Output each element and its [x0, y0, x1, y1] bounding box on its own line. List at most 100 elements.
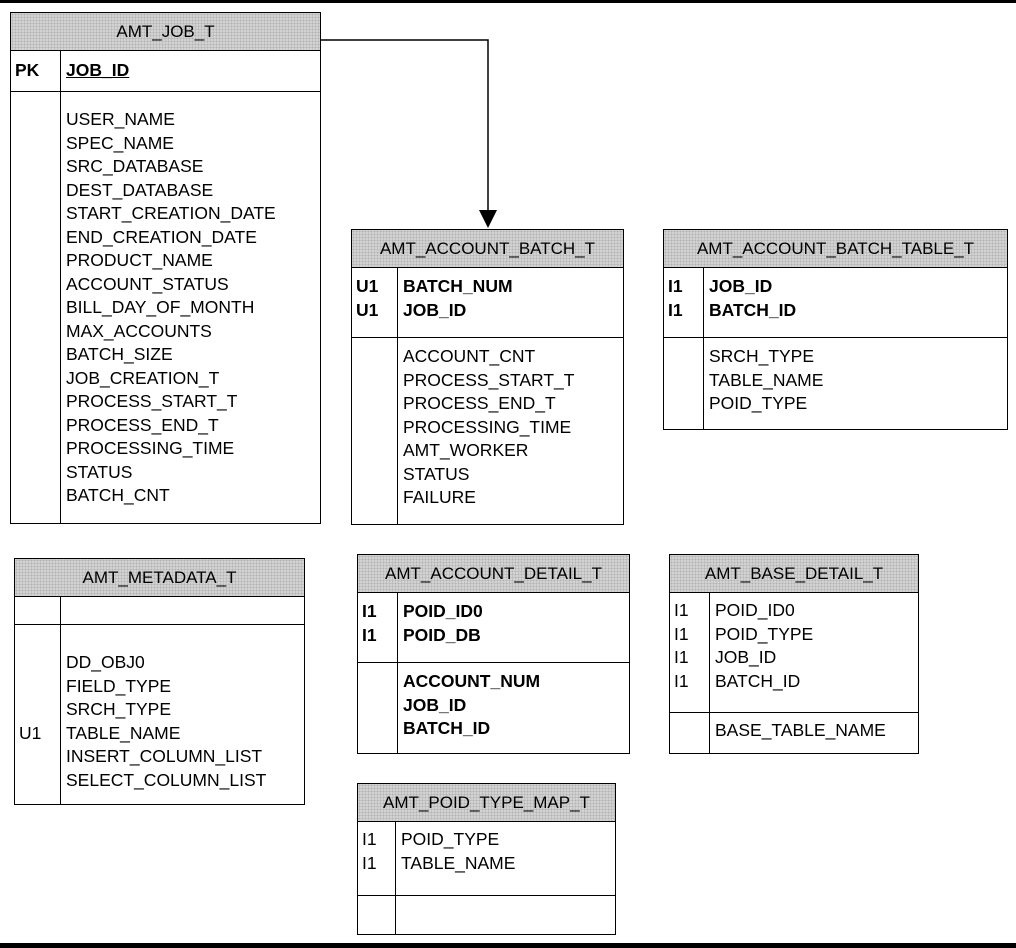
key-marker: U1 [356, 276, 379, 296]
field: USER_NAME [66, 109, 175, 129]
pk-section: U1 U1 BATCH_NUM JOB_ID [352, 268, 623, 337]
field: SPEC_NAME [66, 132, 174, 153]
key-marker: I1 [674, 670, 689, 691]
key-field: TABLE_NAME [401, 852, 516, 873]
relationship-line [321, 39, 489, 212]
field: PROCESS_END_T [403, 393, 556, 413]
field: DEST_DATABASE [66, 179, 214, 200]
field: INSERT_COLUMN_LIST [66, 746, 263, 766]
field: ACCOUNT_CNT [403, 346, 536, 366]
field: BATCH_SIZE [66, 344, 173, 364]
fields-section: SRCH_TYPE TABLE_NAME POID_TYPE [664, 337, 1007, 429]
field: STATUS [66, 461, 133, 482]
table-title: AMT_METADATA_T [15, 559, 304, 597]
table-title: AMT_BASE_DETAIL_T [670, 555, 918, 593]
field: JOB_CREATION_T [66, 367, 220, 388]
table-title: AMT_ACCOUNT_BATCH_TABLE_T [664, 230, 1007, 268]
key-marker: I1 [362, 601, 377, 621]
key-marker [19, 651, 60, 675]
field: END_CREATION_DATE [66, 226, 257, 247]
fields-section: ACCOUNT_NUM JOB_ID BATCH_ID [358, 662, 629, 753]
key-marker [19, 698, 60, 722]
key-field: POID_TYPE [715, 623, 814, 644]
field: BATCH_CNT [66, 485, 170, 505]
table-title: AMT_ACCOUNT_DETAIL_T [358, 555, 629, 593]
pk-section: I1 I1 POID_ID0 POID_DB [358, 593, 629, 662]
fields-section: ACCOUNT_CNT PROCESS_START_T PROCESS_END_… [352, 337, 623, 524]
field: MAX_ACCOUNTS [66, 320, 212, 341]
key-marker [19, 675, 60, 699]
field: SRCH_TYPE [66, 699, 172, 719]
arrowhead-icon [479, 210, 497, 228]
table-amt-poid-type-map-t[interactable]: AMT_POID_TYPE_MAP_T I1 I1 POID_TYPE TABL… [357, 783, 616, 935]
key-marker [19, 769, 60, 793]
field: PRODUCT_NAME [66, 250, 213, 270]
field: BILL_DAY_OF_MONTH [66, 297, 255, 317]
field: PROCESS_END_T [66, 414, 219, 435]
field: SRC_DATABASE [66, 156, 204, 176]
pk-section: I1 I1 POID_TYPE TABLE_NAME [358, 822, 615, 895]
key-field: POID_DB [403, 624, 481, 645]
fields-section: USER_NAME SPEC_NAME SRC_DATABASE DEST_DA… [11, 91, 320, 523]
fields-section [358, 895, 615, 934]
key-marker: U1 [356, 299, 379, 320]
key-marker: I1 [674, 623, 689, 644]
key-marker: I1 [362, 624, 377, 645]
key-field: POID_ID0 [715, 600, 795, 620]
field: POID_TYPE [709, 393, 808, 413]
bottom-frame-border [0, 943, 1016, 948]
field: PROCESS_START_T [66, 391, 238, 411]
field: PROCESSING_TIME [66, 438, 235, 458]
key-field: POID_TYPE [401, 829, 500, 849]
table-amt-metadata-t[interactable]: AMT_METADATA_T U1 DD_OBJ0 FIELD_TYPE SRC… [14, 558, 305, 805]
field: FIELD_TYPE [66, 675, 172, 696]
key-field: BATCH_NUM [403, 276, 513, 296]
field: SRCH_TYPE [709, 346, 815, 366]
key-field: JOB_ID [709, 276, 773, 296]
pk-section: I1 I1 I1 I1 POID_ID0 POID_TYPE JOB_ID BA… [670, 593, 918, 712]
pk-section: I1 I1 JOB_ID BATCH_ID [664, 268, 1007, 337]
key-marker: I1 [674, 600, 689, 620]
field: FAILURE [403, 487, 476, 507]
pk-section: PK JOB_ID [11, 51, 320, 91]
table-amt-account-detail-t[interactable]: AMT_ACCOUNT_DETAIL_T I1 I1 POID_ID0 POID… [357, 554, 630, 754]
field: AMT_WORKER [403, 440, 529, 460]
field: BASE_TABLE_NAME [715, 720, 886, 740]
fields-section: U1 DD_OBJ0 FIELD_TYPE SRCH_TYPE TABLE_NA… [15, 624, 304, 804]
pk-label: PK [15, 60, 40, 81]
key-marker: I1 [674, 647, 689, 667]
field: DD_OBJ0 [66, 652, 145, 672]
field: TABLE_NAME [66, 722, 181, 743]
key-field: POID_ID0 [403, 601, 483, 621]
field: ACCOUNT_STATUS [66, 273, 229, 294]
field: ACCOUNT_NUM [403, 671, 541, 691]
table-amt-job-t[interactable]: AMT_JOB_T PK JOB_ID USER_NAME SPEC_NAME … [10, 12, 321, 524]
table-amt-base-detail-t[interactable]: AMT_BASE_DETAIL_T I1 I1 I1 I1 POID_ID0 P… [669, 554, 919, 754]
table-amt-account-batch-table-t[interactable]: AMT_ACCOUNT_BATCH_TABLE_T I1 I1 JOB_ID B… [663, 229, 1008, 430]
table-title: AMT_POID_TYPE_MAP_T [358, 784, 615, 822]
key-marker: I1 [668, 276, 683, 296]
top-frame-border [0, 0, 1016, 3]
field: PROCESS_START_T [403, 369, 575, 390]
key-field: BATCH_ID [709, 299, 797, 320]
key-marker: I1 [668, 299, 683, 320]
table-title: AMT_JOB_T [11, 13, 320, 51]
key-field: JOB_ID [715, 647, 777, 667]
key-marker: I1 [362, 829, 377, 849]
field: SELECT_COLUMN_LIST [66, 769, 267, 790]
key-field: JOB_ID [403, 299, 467, 320]
pk-field: JOB_ID [66, 60, 130, 81]
pk-section [15, 597, 304, 624]
table-title: AMT_ACCOUNT_BATCH_T [352, 230, 623, 268]
key-marker: I1 [362, 852, 377, 873]
field: TABLE_NAME [709, 369, 824, 390]
field: JOB_ID [403, 694, 467, 715]
key-marker: U1 [19, 722, 42, 743]
field: BATCH_ID [403, 718, 491, 738]
field: PROCESSING_TIME [403, 416, 572, 437]
key-field: BATCH_ID [715, 670, 801, 691]
table-amt-account-batch-t[interactable]: AMT_ACCOUNT_BATCH_T U1 U1 BATCH_NUM JOB_… [351, 229, 624, 525]
field: STATUS [403, 463, 470, 484]
key-marker [19, 745, 60, 769]
